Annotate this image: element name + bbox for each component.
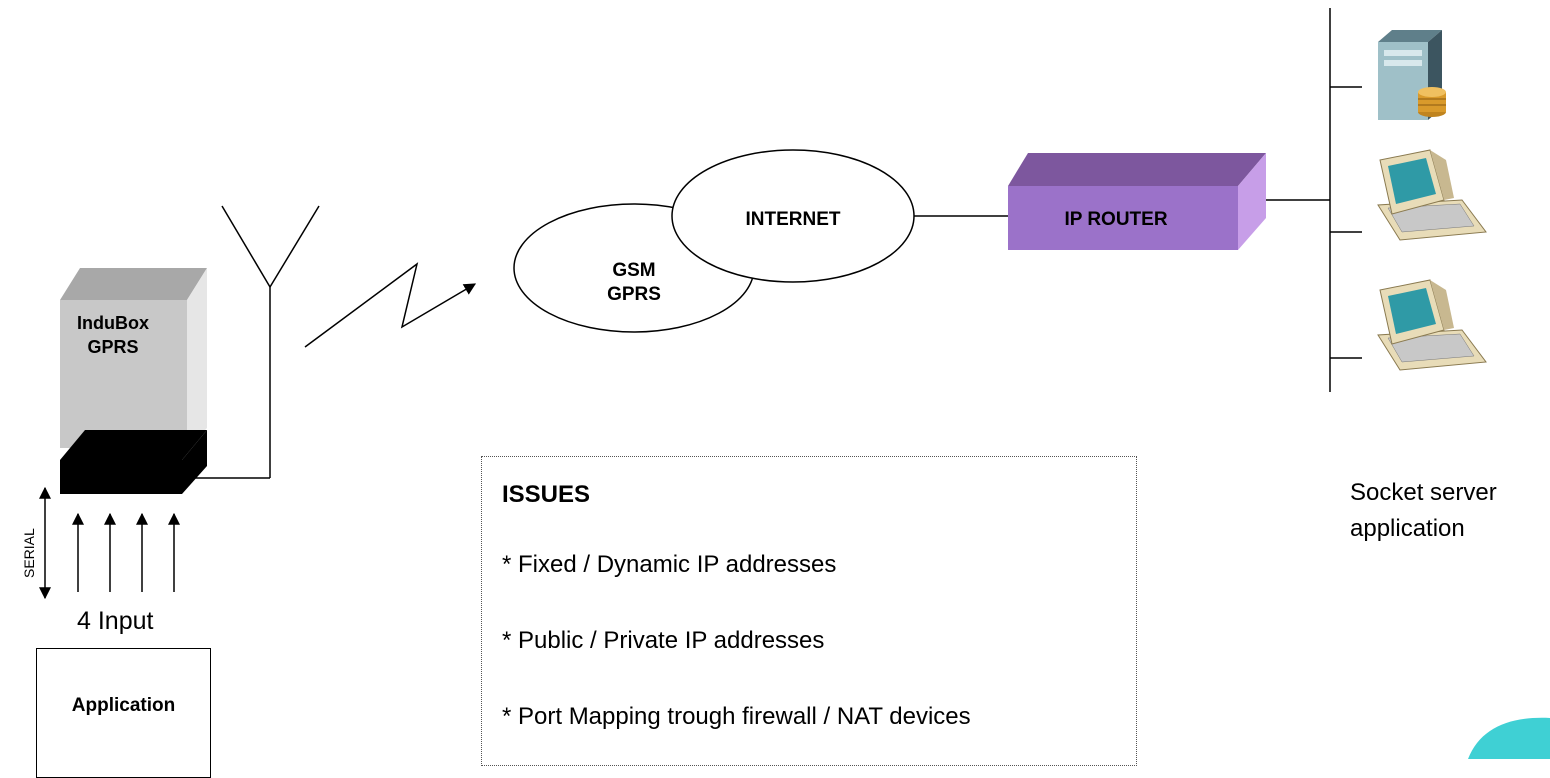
indubox-device: InduBox GPRS (60, 268, 207, 448)
gsm-label-line1: GSM (612, 260, 655, 281)
wireless-link (304, 262, 477, 348)
socket-label-line2: application (1350, 515, 1465, 542)
issues-title: ISSUES (502, 481, 591, 508)
indubox-side-face (187, 268, 207, 448)
internet-label: INTERNET (746, 209, 841, 230)
input-arrows (72, 512, 180, 592)
input-count-label: 4 Input (77, 607, 154, 635)
serial-label: SERIAL (21, 528, 37, 578)
issues-panel: ISSUES * Fixed / Dynamic IP addresses * … (481, 456, 1137, 766)
indubox-label-line1: InduBox (77, 313, 149, 333)
modem-unit (60, 430, 207, 494)
application-box: Application (36, 648, 211, 778)
indubox-top-face (60, 268, 207, 300)
pc-icon (1377, 149, 1487, 241)
corner-accent (1468, 717, 1550, 759)
antenna (184, 205, 320, 479)
issue-item: * Public / Private IP addresses (502, 627, 825, 654)
application-label: Application (71, 695, 176, 716)
socket-server-label: Socket server application (1350, 475, 1497, 547)
ip-router-label: IP ROUTER (1064, 209, 1167, 230)
indubox-label-line2: GPRS (87, 337, 138, 357)
server-icon (1378, 30, 1446, 120)
pc-icon (1377, 279, 1487, 371)
network-diagram: InduBox GPRS SERIAL GSM GPRS INTERNET (21, 8, 1550, 759)
indubox-front-face (60, 300, 187, 448)
issue-item: * Fixed / Dynamic IP addresses (502, 551, 837, 578)
issue-item: * Port Mapping trough firewall / NAT dev… (502, 703, 971, 730)
ip-router: IP ROUTER (1008, 153, 1266, 250)
socket-label-line1: Socket server (1350, 479, 1497, 506)
gsm-label-line2: GPRS (607, 284, 661, 305)
